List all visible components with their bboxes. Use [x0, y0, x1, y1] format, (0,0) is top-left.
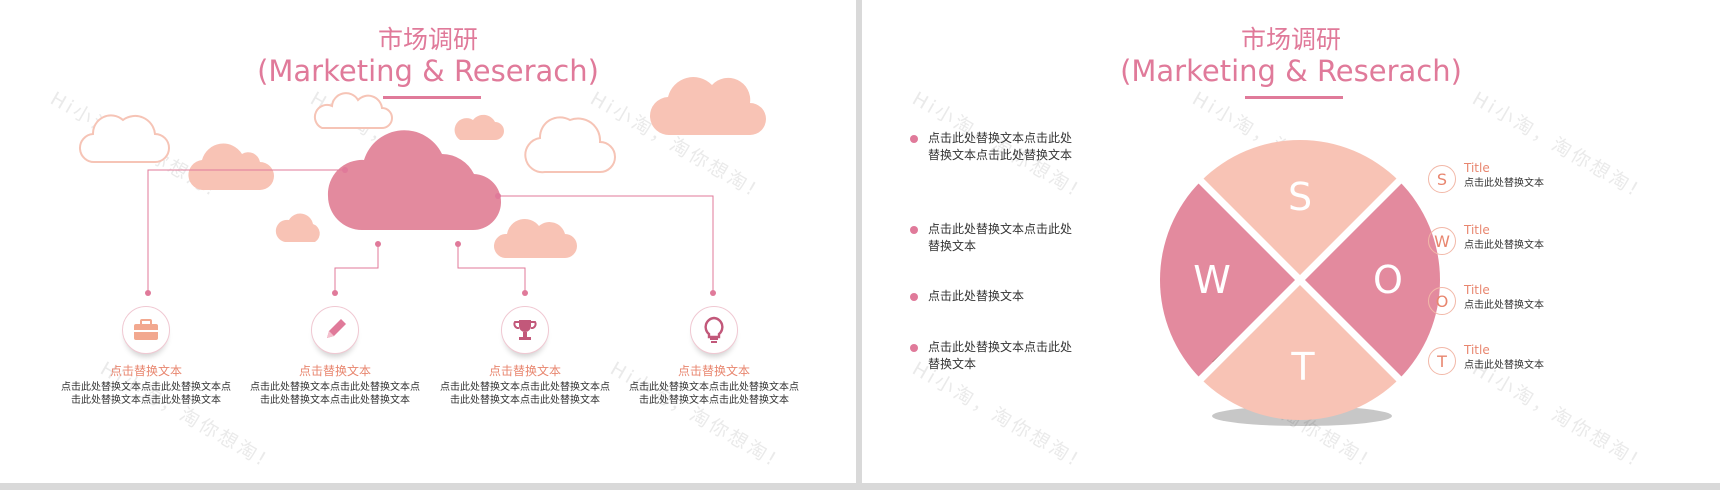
page-title: 市场调研: [377, 25, 478, 54]
feature-desc: 点击此处替换文本点击此处替换文本点 击此处替换文本点击此处替换文本: [245, 381, 425, 407]
feature-desc: 点击此处替换文本点击此处替换文本点 击此处替换文本点击此处替换文本: [624, 381, 804, 407]
title-underline: [383, 96, 481, 99]
feature-item: 点击替换文本 点击此处替换文本点击此处替换文本点 击此处替换文本点击此处替换文本: [435, 306, 615, 407]
feature-title: 点击替换文本: [109, 364, 182, 378]
outline-cloud-icon: [313, 92, 393, 129]
swot-item-desc: 点击此处替换文本: [1464, 300, 1544, 311]
feature-desc: 点击此处替换文本点击此处替换文本点 击此处替换文本点击此处替换文本: [56, 381, 236, 407]
swot-letter-s: S: [1288, 175, 1312, 219]
feature-desc-line: 点击此处替换文本点击此处替换文本点: [440, 382, 610, 393]
swot-quadrant-t: [1201, 280, 1399, 421]
bullet-item: 点击此处替换文本点击此处 替换文本点击此处替换文本: [910, 130, 1118, 164]
bullet-item: 点击此处替换文本点击此处 替换文本: [910, 221, 1118, 255]
bullet-dot: [910, 293, 918, 301]
swot-letter-badge: O: [1428, 287, 1456, 315]
feature-item: 点击替换文本 点击此处替换文本点击此处替换文本点 击此处替换文本点击此处替换文本: [56, 306, 236, 407]
feature-desc-line: 击此处替换文本点击此处替换文本: [71, 395, 221, 406]
bullet-item: 点击此处替换文本点击此处 替换文本: [910, 339, 1118, 373]
slide-left: Hi小淘，淘你想淘! Hi小淘，淘你想淘! Hi小淘，淘你想淘! Hi小淘，淘你…: [0, 0, 856, 483]
outline-cloud-icon: [78, 114, 170, 164]
bullet-text: 点击此处替换文本: [928, 289, 1025, 303]
page-subtitle: (Marketing & Reserach): [257, 54, 599, 88]
watermark: Hi小淘，淘你想淘!: [1468, 357, 1645, 472]
swot-item-desc: 点击此处替换文本: [1464, 240, 1544, 251]
swot-quadrant-o: [1300, 181, 1441, 379]
trophy-icon: [501, 306, 549, 354]
pencil-icon: [311, 306, 359, 354]
bullet-text: 点击此处替换文本点击此处: [928, 222, 1073, 236]
clouds-diagram: [78, 77, 766, 296]
swot-letter-t: T: [1290, 345, 1315, 389]
feature-item: 点击替换文本 点击此处替换文本点击此处替换文本点 击此处替换文本点击此处替换文本: [624, 306, 804, 407]
swot-item-title: Title: [1464, 161, 1490, 175]
cloud-icon: [649, 77, 766, 136]
bullet-dot: [910, 135, 918, 143]
connector-lines: [147, 169, 714, 293]
feature-desc-line: 点击此处替换文本点击此处替换文本点: [61, 382, 231, 393]
briefcase-icon: [122, 306, 170, 354]
page-subtitle: (Marketing & Reserach): [1120, 54, 1462, 88]
bullet-dot: [910, 226, 918, 234]
swot-letter-o: O: [1373, 258, 1403, 302]
swot-diagram: S W O T: [1159, 139, 1441, 426]
bullet-text: 点击此处替换文本点击此处: [928, 340, 1073, 354]
lightbulb-icon: [690, 306, 738, 354]
bullet-text: 替换文本: [928, 357, 977, 371]
feature-desc-line: 击此处替换文本点击此处替换文本: [450, 395, 600, 406]
feature-title: 点击替换文本: [298, 364, 371, 378]
swot-item-title: Title: [1464, 343, 1490, 357]
feature-desc-line: 击此处替换文本点击此处替换文本: [260, 395, 410, 406]
bullet-text: 替换文本: [928, 239, 977, 253]
feature-title: 点击替换文本: [677, 364, 750, 378]
feature-desc-line: 点击此处替换文本点击此处替换文本点: [629, 382, 799, 393]
slide-right: Hi小淘，淘你想淘! Hi小淘，淘你想淘! Hi小淘，淘你想淘! Hi小淘，淘你…: [862, 0, 1720, 483]
cloud-icon: [188, 143, 274, 191]
bullet-text: 点击此处替换文本点击此处: [928, 131, 1073, 145]
swot-item-desc: 点击此处替换文本: [1464, 360, 1544, 371]
swot-letter-w: W: [1193, 258, 1231, 302]
main-cloud-icon: [327, 130, 502, 231]
swot-letter-badge: W: [1428, 227, 1456, 255]
connector-dots: [145, 167, 716, 296]
swot-item-title: Title: [1464, 283, 1490, 297]
swot-quadrant-w: [1159, 181, 1300, 379]
bullet-dot: [910, 344, 918, 352]
cloud-icon: [275, 213, 320, 242]
swot-item-desc: 点击此处替换文本: [1464, 178, 1544, 189]
feature-desc-line: 点击此处替换文本点击此处替换文本点: [250, 382, 420, 393]
title-underline: [1245, 96, 1343, 99]
outline-cloud-icon: [524, 116, 616, 174]
feature-desc: 点击此处替换文本点击此处替换文本点 击此处替换文本点击此处替换文本: [435, 381, 615, 407]
cloud-icon: [454, 114, 504, 140]
feature-item: 点击替换文本 点击此处替换文本点击此处替换文本点 击此处替换文本点击此处替换文本: [245, 306, 425, 407]
swot-quadrant-s: [1201, 139, 1399, 280]
swot-item-title: Title: [1464, 223, 1490, 237]
bullet-text: 替换文本点击此处替换文本: [928, 148, 1073, 162]
page-title: 市场调研: [1240, 25, 1341, 54]
feature-desc-line: 击此处替换文本点击此处替换文本: [639, 395, 789, 406]
feature-title: 点击替换文本: [488, 364, 561, 378]
cloud-icon: [493, 218, 577, 258]
swot-letter-badge: S: [1428, 165, 1456, 193]
bullet-item: 点击此处替换文本: [910, 288, 1118, 305]
swot-letter-badge: T: [1428, 347, 1456, 375]
